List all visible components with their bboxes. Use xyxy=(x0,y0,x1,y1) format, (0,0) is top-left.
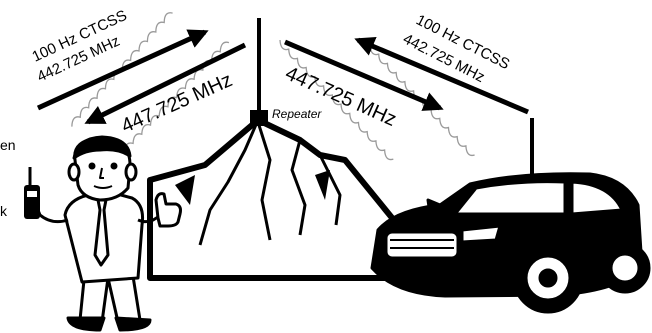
edge-fragment-top: en xyxy=(0,137,16,153)
repeater-label: Repeater xyxy=(272,107,322,121)
repeater-antenna-icon xyxy=(250,18,268,126)
edge-fragment-bottom: k xyxy=(0,203,8,219)
suv-icon xyxy=(372,118,649,312)
handheld-radio-icon xyxy=(24,167,40,219)
